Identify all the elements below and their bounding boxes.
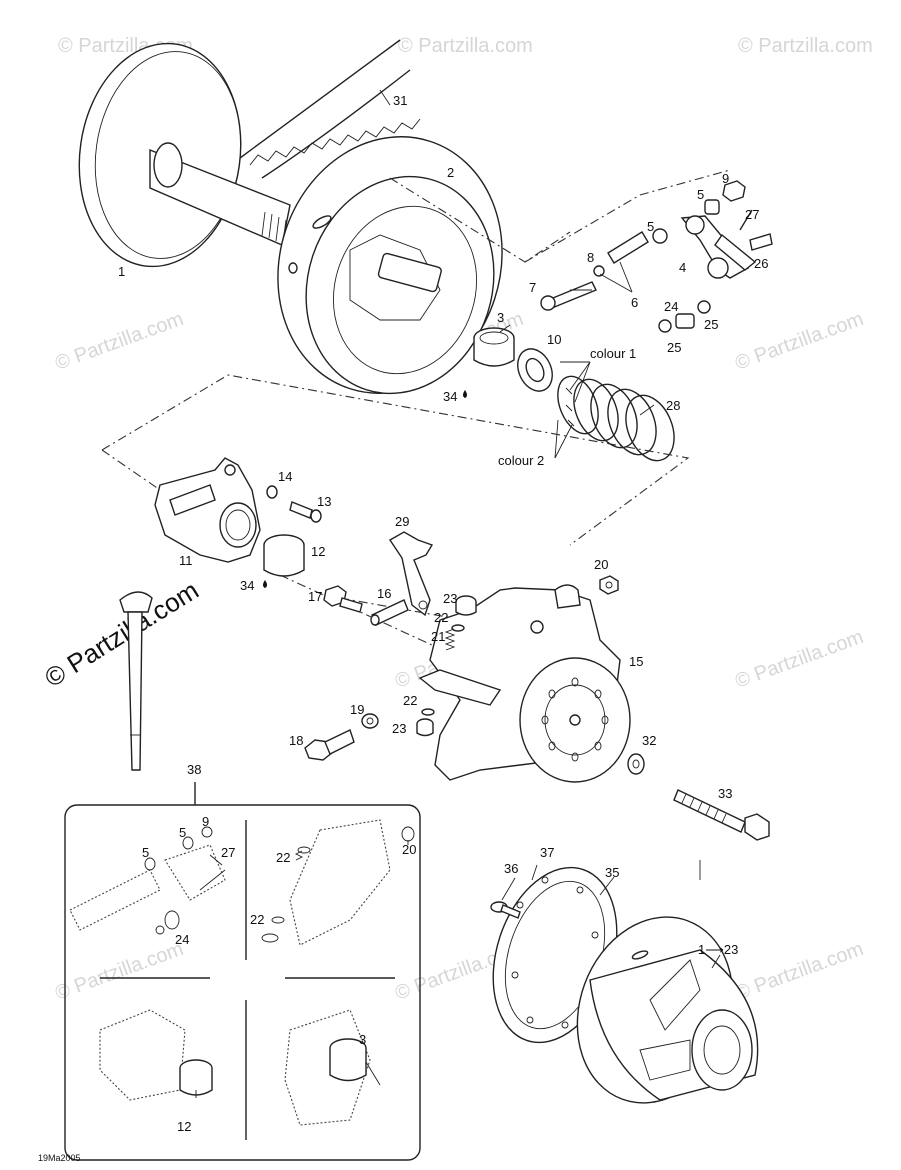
inset-callout-5: 5 xyxy=(142,845,149,860)
callout-24: 24 xyxy=(664,299,678,314)
callout-36: 36 xyxy=(504,861,518,876)
callout-28: 28 xyxy=(666,398,680,413)
spider-part-15 xyxy=(418,584,631,783)
lever-assembly-upper xyxy=(540,180,773,333)
washer-part-14 xyxy=(266,485,278,499)
callout-15: 15 xyxy=(629,654,643,669)
callout-18: 18 xyxy=(289,733,303,748)
movable-sheave-part-2 xyxy=(277,136,503,395)
callout-33: 33 xyxy=(718,786,732,801)
watermark: © Partzilla.com xyxy=(732,308,866,375)
inset-callout-labels: 9 5 5 27 24 22 22 20 3 12 xyxy=(142,814,416,1134)
inset-callout-3: 3 xyxy=(359,1032,366,1047)
callout-3: 3 xyxy=(497,310,504,325)
callout-17: 17 xyxy=(308,589,322,604)
spring-part-21 xyxy=(444,628,456,651)
callout-34: 34 xyxy=(443,389,457,404)
washer-part-32 xyxy=(627,753,645,775)
fixed-sheave-part-1 xyxy=(78,42,291,268)
inset-callout-24: 24 xyxy=(175,932,189,947)
callout-26: 26 xyxy=(754,256,768,271)
bolt-part-18 xyxy=(304,729,355,761)
callout-11: 11 xyxy=(179,553,193,568)
callout-labels: 1 2 3 4 5 5 6 7 8 9 10 11 12 13 14 15 16… xyxy=(118,93,768,957)
complete-clutch-part-1-23 xyxy=(576,916,759,1104)
screw-part-17 xyxy=(323,585,363,613)
inset-callout-9: 9 xyxy=(202,814,209,829)
watermark: © Partzilla.com xyxy=(732,626,866,693)
inset-callout-12: 12 xyxy=(177,1119,191,1134)
callout-12: 12 xyxy=(311,544,325,559)
watermark: © Partzilla.com xyxy=(52,938,186,1005)
watermark-main: © Partzilla.com xyxy=(39,575,203,693)
cam-arm-part-29 xyxy=(389,531,434,617)
callout-colour-1: colour 1 xyxy=(590,346,636,361)
callout-29: 29 xyxy=(395,514,409,529)
drop-icon xyxy=(463,390,467,398)
roller-part-23 xyxy=(416,595,477,737)
callout-6: 6 xyxy=(631,295,638,310)
callout-4: 4 xyxy=(679,260,686,275)
callout-21: 21 xyxy=(431,629,445,644)
callout-7: 7 xyxy=(529,280,536,295)
watermark: © Partzilla.com xyxy=(738,35,873,57)
callout-37: 37 xyxy=(540,845,554,860)
leader-lines xyxy=(379,89,721,969)
callout-5: 5 xyxy=(647,219,654,234)
callout-range: 1⟶23 xyxy=(698,942,738,957)
callout-8: 8 xyxy=(587,250,594,265)
callout-25: 25 xyxy=(667,340,681,355)
callout-10: 10 xyxy=(547,332,561,347)
callout-25: 25 xyxy=(704,317,718,332)
callout-20: 20 xyxy=(594,557,608,572)
watermark: © Partzilla.com xyxy=(398,35,533,57)
callout-22: 22 xyxy=(403,693,417,708)
drive-belt-part-31 xyxy=(239,39,421,179)
washer-part-19 xyxy=(361,713,379,729)
pin-part-16 xyxy=(370,599,409,626)
callout-9: 9 xyxy=(722,171,729,186)
inset-callout-22: 22 xyxy=(276,850,290,865)
long-bolt-tool xyxy=(119,591,153,771)
inset-callout-27: 27 xyxy=(221,845,235,860)
washer-part-22 xyxy=(421,624,465,716)
drop-icon xyxy=(263,580,267,588)
callout-13: 13 xyxy=(317,494,331,509)
washer-part-10 xyxy=(517,348,553,392)
inset-callout-5: 5 xyxy=(179,825,186,840)
callout-2: 2 xyxy=(447,165,454,180)
footer-code: 19Ma2005 xyxy=(38,1153,81,1163)
callout-19: 19 xyxy=(350,702,364,717)
spring-part-28 xyxy=(557,375,675,462)
screw-part-36 xyxy=(490,901,521,919)
inset-callout-22: 22 xyxy=(250,912,264,927)
bolt-part-33 xyxy=(673,789,770,841)
callout-23: 23 xyxy=(392,721,406,736)
callout-16: 16 xyxy=(377,586,391,601)
callout-22: 22 xyxy=(434,610,448,625)
callout-35: 35 xyxy=(605,865,619,880)
callout-1: 1 xyxy=(118,264,125,279)
bushing-part-3 xyxy=(473,327,515,367)
callout-27: 27 xyxy=(745,207,759,222)
callout-colour-2: colour 2 xyxy=(498,453,544,468)
bushing-part-12 xyxy=(263,534,305,577)
screw-part-13 xyxy=(289,501,322,523)
governor-cup-part-11 xyxy=(154,457,261,563)
callout-34: 34 xyxy=(240,578,254,593)
inset-box-part-38 xyxy=(64,782,421,1161)
callout-31: 31 xyxy=(393,93,407,108)
callout-38: 38 xyxy=(187,762,201,777)
nut-part-20 xyxy=(599,575,619,595)
callout-23: 23 xyxy=(443,591,457,606)
callout-5: 5 xyxy=(697,187,704,202)
watermark: © Partzilla.com xyxy=(52,308,186,375)
callout-14: 14 xyxy=(278,469,292,484)
inset-callout-20: 20 xyxy=(402,842,416,857)
watermark: © Partzilla.com xyxy=(732,938,866,1005)
callout-32: 32 xyxy=(642,733,656,748)
